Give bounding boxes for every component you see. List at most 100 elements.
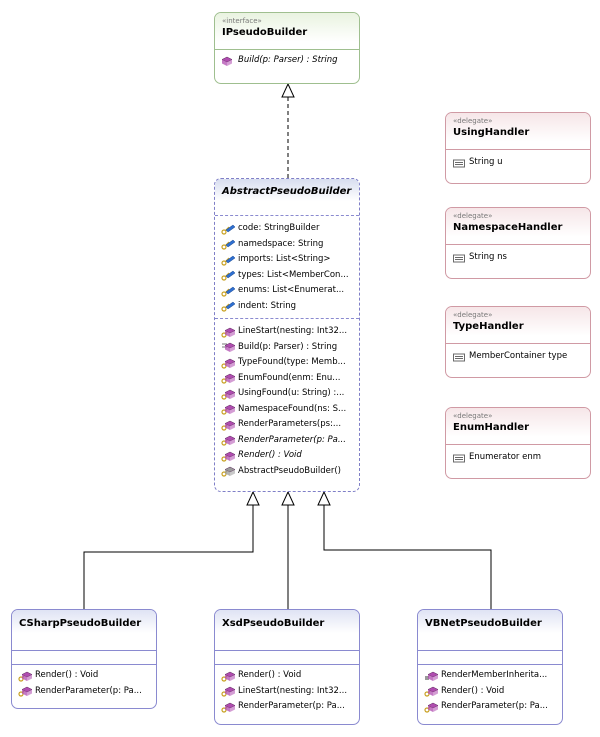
field-row[interactable]: enums: List<Enumerat...: [221, 283, 359, 299]
interface-name: IPseudoBuilder: [222, 27, 308, 38]
method-row[interactable]: LineStart(nesting: Int32...: [221, 684, 359, 700]
delegate-members: MemberContainer type: [446, 344, 590, 369]
parameter-row[interactable]: Enumerator enm: [452, 450, 590, 466]
public-method-icon: [221, 341, 235, 353]
method-row[interactable]: RenderParameter(p: Pa...: [424, 699, 562, 715]
class-csharppseudobuilder[interactable]: CSharpPseudoBuilder Render() : Void Rend…: [11, 609, 157, 709]
protected-method-icon: [221, 419, 235, 431]
field-row[interactable]: namedspace: String: [221, 237, 359, 253]
class-name: CSharpPseudoBuilder: [19, 618, 142, 629]
parameter-row[interactable]: String u: [452, 155, 590, 171]
delegate-name: NamespaceHandler: [453, 222, 563, 233]
inheritance-arrowhead-csharp: [246, 490, 260, 506]
class-header: XsdPseudoBuilder: [215, 610, 359, 633]
delegate-header: «delegate» EnumHandler: [446, 408, 590, 437]
fields-compartment: code: StringBuilder namedspace: String i…: [215, 216, 359, 318]
delegate-usinghandler[interactable]: «delegate» UsingHandler String u: [445, 112, 591, 184]
inheritance-line-vbnet: [323, 505, 492, 609]
method-row[interactable]: RenderParameters(ps:...: [221, 417, 359, 433]
delegate-members: String u: [446, 150, 590, 175]
class-methods: RenderMemberInherita... Render() : Void …: [418, 665, 562, 719]
protected-method-icon: [221, 357, 235, 369]
protected-method-icon: [221, 403, 235, 415]
method-row[interactable]: EnumFound(enm: Enu...: [221, 371, 359, 387]
param-icon: [452, 452, 466, 464]
method-row[interactable]: Build(p: Parser) : String: [221, 340, 359, 356]
delegate-stereotype: «delegate»: [453, 311, 493, 319]
field-icon: [221, 254, 235, 266]
interface-header: «interface» IPseudoBuilder: [215, 13, 359, 42]
interface-members: Build(p: Parser) : String: [215, 50, 359, 73]
field-icon: [221, 269, 235, 281]
field-row[interactable]: code: StringBuilder: [221, 221, 359, 237]
class-methods: Render() : Void RenderParameter(p: Pa...: [12, 665, 156, 703]
protected-method-icon: [221, 372, 235, 384]
interface-ipseudobuilder[interactable]: «interface» IPseudoBuilder Build(p: Pars…: [214, 12, 360, 84]
field-row[interactable]: imports: List<String>: [221, 252, 359, 268]
param-icon: [452, 252, 466, 264]
method-row[interactable]: Render() : Void: [424, 684, 562, 700]
field-icon: [221, 285, 235, 297]
delegate-stereotype: «delegate»: [453, 212, 493, 220]
method-row[interactable]: RenderParameter(p: Pa...: [18, 684, 156, 700]
delegate-stereotype: «delegate»: [453, 117, 493, 125]
method-row[interactable]: Render() : Void: [18, 668, 156, 684]
delegate-header: «delegate» TypeHandler: [446, 307, 590, 336]
method-row[interactable]: TypeFound(type: Memb...: [221, 355, 359, 371]
method-row[interactable]: AbstractPseudoBuilder(): [221, 464, 359, 480]
methods-compartment: LineStart(nesting: Int32... Build(p: Par…: [215, 319, 359, 483]
field-row[interactable]: types: List<MemberCon...: [221, 268, 359, 284]
parameter-row[interactable]: String ns: [452, 250, 590, 266]
class-name: XsdPseudoBuilder: [222, 618, 325, 629]
protected-method-icon: [221, 326, 235, 338]
field-icon: [221, 300, 235, 312]
protected-method-icon: [221, 701, 235, 713]
method-row[interactable]: UsingFound(u: String) :...: [221, 386, 359, 402]
method-row[interactable]: Render() : Void: [221, 448, 359, 464]
protected-method-icon: [221, 685, 235, 697]
delegate-members: String ns: [446, 245, 590, 270]
method-row[interactable]: RenderMemberInherita...: [424, 668, 562, 684]
protected-method-icon: [221, 388, 235, 400]
delegate-header: «delegate» NamespaceHandler: [446, 208, 590, 237]
interface-stereotype: «interface»: [222, 17, 262, 25]
class-vbnetpseudobuilder[interactable]: VBNetPseudoBuilder RenderMemberInherita.…: [417, 609, 563, 725]
class-xsdpseudobuilder[interactable]: XsdPseudoBuilder Render() : Void LineSta…: [214, 609, 360, 725]
delegate-header: «delegate» UsingHandler: [446, 113, 590, 142]
class-header: VBNetPseudoBuilder: [418, 610, 562, 633]
inheritance-arrowhead-xsd: [281, 490, 295, 506]
abstract-class-name: AbstractPseudoBuilder: [222, 186, 352, 197]
delegate-name: EnumHandler: [453, 422, 530, 433]
class-header: CSharpPseudoBuilder: [12, 610, 156, 633]
method-row[interactable]: RenderParameter(p: Pa...: [221, 699, 359, 715]
method-row[interactable]: Render() : Void: [221, 668, 359, 684]
param-icon: [452, 157, 466, 169]
method-row[interactable]: RenderParameter(p: Pa...: [221, 433, 359, 449]
delegate-enumhandler[interactable]: «delegate» EnumHandler Enumerator enm: [445, 407, 591, 479]
protected-method-icon: [424, 701, 438, 713]
delegate-stereotype: «delegate»: [453, 412, 493, 420]
method-row[interactable]: LineStart(nesting: Int32...: [221, 324, 359, 340]
delegate-members: Enumerator enm: [446, 445, 590, 470]
abstract-class-abstractpseudobuilder[interactable]: AbstractPseudoBuilder code: StringBuilde…: [214, 178, 360, 492]
member-row[interactable]: Build(p: Parser) : String: [221, 53, 359, 69]
field-icon: [221, 238, 235, 250]
constructor-icon: [221, 465, 235, 477]
protected-method-icon: [18, 670, 32, 682]
private-method-icon: [424, 670, 438, 682]
field-icon: [221, 223, 235, 235]
method-icon: [221, 55, 235, 67]
param-icon: [452, 351, 466, 363]
protected-method-icon: [221, 434, 235, 446]
protected-method-icon: [221, 450, 235, 462]
inheritance-arrowhead-vbnet: [317, 490, 331, 506]
field-row[interactable]: indent: String: [221, 299, 359, 315]
parameter-row[interactable]: MemberContainer type: [452, 349, 590, 365]
delegate-namespacehandler[interactable]: «delegate» NamespaceHandler String ns: [445, 207, 591, 279]
delegate-typehandler[interactable]: «delegate» TypeHandler MemberContainer t…: [445, 306, 591, 378]
method-row[interactable]: NamespaceFound(ns: S...: [221, 402, 359, 418]
class-methods: Render() : Void LineStart(nesting: Int32…: [215, 665, 359, 719]
protected-method-icon: [424, 685, 438, 697]
abstract-class-header: AbstractPseudoBuilder: [215, 179, 359, 201]
